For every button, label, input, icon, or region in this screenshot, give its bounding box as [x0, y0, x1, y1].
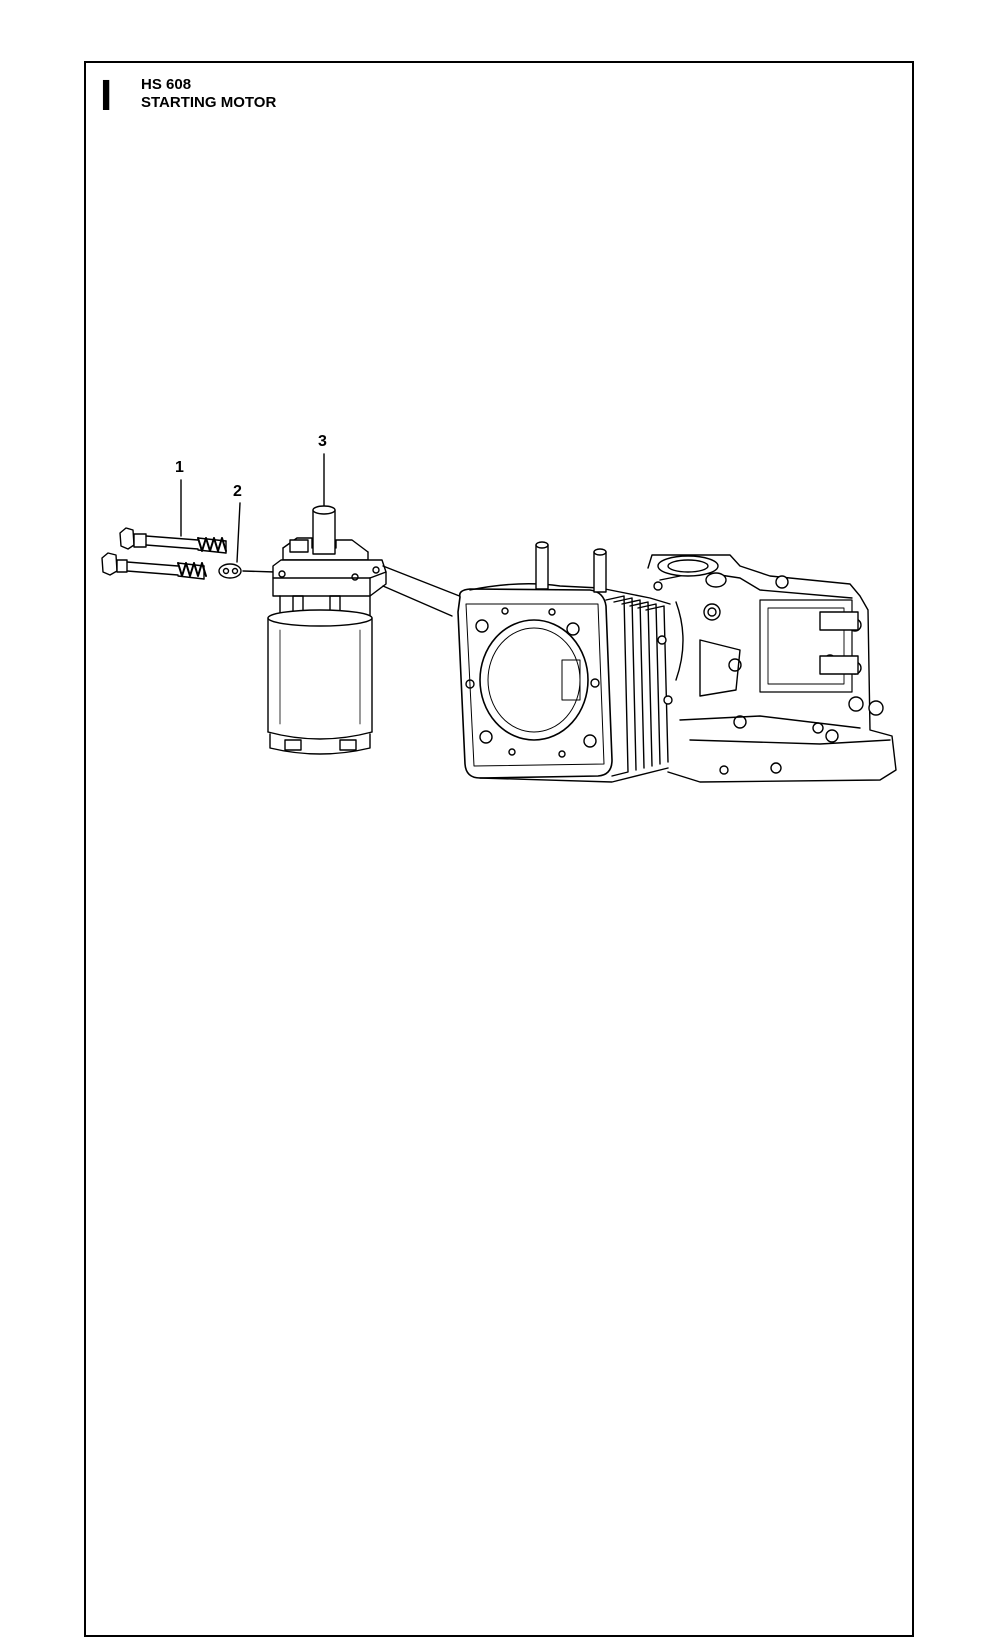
callout-3: 3	[318, 433, 327, 450]
engine-block	[457, 541, 897, 783]
exploded-parts-diagram	[101, 453, 897, 783]
leader-lines	[180, 453, 325, 563]
bolt-2-lower	[101, 552, 207, 580]
starting-motor-part-3	[267, 505, 387, 755]
washer-part-2	[218, 563, 242, 579]
page-title: STARTING MOTOR	[141, 94, 277, 111]
callout-1: 1	[175, 459, 184, 476]
section-letter: I	[100, 71, 113, 120]
callout-2: 2	[233, 483, 242, 500]
model-number: HS 608	[141, 76, 192, 93]
bolt-1-upper	[119, 527, 227, 554]
